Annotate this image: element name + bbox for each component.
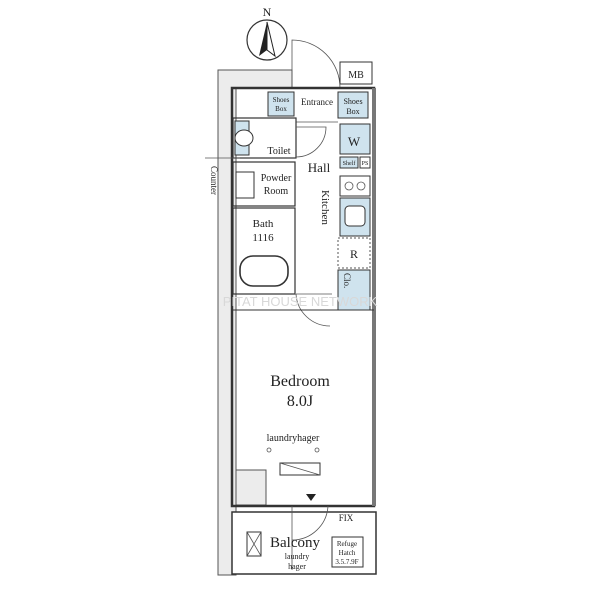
bedroom-door-swing <box>295 293 332 327</box>
burner-icon <box>344 181 354 191</box>
mb-box <box>339 61 373 85</box>
balcony-label: Balcony <box>270 535 320 551</box>
wall-pier <box>235 469 267 506</box>
window-marker-icon <box>306 494 316 501</box>
shelf-label: Shelf <box>343 160 356 167</box>
fix-label: FIX <box>339 513 354 523</box>
aircon-diagonal <box>279 462 321 476</box>
compass-circle <box>246 19 288 61</box>
mb-label: MB <box>348 70 364 81</box>
refrigerator-space <box>337 237 371 269</box>
ps-label: PS <box>362 161 369 167</box>
watermark: PITAT HOUSE NETWORK <box>223 294 378 309</box>
shoes-box-left-label-2: Box <box>275 105 287 113</box>
counter-label: Counter <box>209 166 219 195</box>
hall-label: Hall <box>308 160 331 175</box>
hanger-hook-icon <box>314 447 320 453</box>
north-compass: N <box>246 5 288 61</box>
laundry-hanger-label: laundryhager <box>267 433 320 444</box>
powder-room-label-2: Room <box>264 186 289 197</box>
toilet-door-swing <box>295 126 327 158</box>
toilet-room <box>232 117 297 159</box>
bedroom-label: Bedroom <box>270 373 330 390</box>
stove-icon <box>339 175 371 197</box>
balcony-laundry-label-2: hager <box>288 562 306 571</box>
refuge-hatch <box>331 536 364 568</box>
closet <box>337 269 371 311</box>
ps-box <box>359 156 371 169</box>
burner-icon <box>356 181 366 191</box>
washbasin-icon <box>235 171 255 199</box>
washer-label: W <box>348 134 361 149</box>
powder-room-label: Powder <box>261 173 292 184</box>
entrance-label: Entrance <box>301 97 333 107</box>
hanger-hook-icon <box>266 447 272 453</box>
compass-north-label: N <box>263 5 272 19</box>
sink-icon <box>344 205 366 227</box>
shoes-box-right <box>337 91 369 119</box>
refuge-hatch-floors: 3.5.7.9F <box>335 558 358 566</box>
compass-arrow-icon <box>259 22 267 56</box>
toilet-label: Toilet <box>267 146 290 157</box>
shoes-box-left <box>267 91 295 117</box>
compass-arrow-half <box>266 21 276 58</box>
bath-size-label: 1116 <box>252 232 274 244</box>
washing-machine-space <box>339 123 371 155</box>
bathtub-icon <box>239 255 289 287</box>
powder-room <box>232 161 296 207</box>
refuge-hatch-label-2: Hatch <box>339 549 356 557</box>
balcony-door-swing <box>291 505 329 541</box>
refrigerator-label: R <box>350 247 358 261</box>
shelf <box>339 156 359 169</box>
kitchen-label: Kitchen <box>319 190 331 225</box>
toilet-bowl-icon <box>234 129 254 147</box>
shoes-box-right-label-2: Box <box>346 107 359 116</box>
shoes-box-right-label: Shoes <box>343 97 362 106</box>
entrance-door-swing <box>291 39 341 89</box>
bedroom-size-label: 8.0J <box>287 393 313 410</box>
closet-label: Clo. <box>342 273 352 288</box>
refuge-hatch-label: Refuge <box>337 540 357 548</box>
balcony-laundry-label: laundry <box>285 552 309 561</box>
bath-room <box>232 207 296 295</box>
shoes-box-left-label: Shoes <box>273 96 290 104</box>
bath-label: Bath <box>253 218 274 230</box>
